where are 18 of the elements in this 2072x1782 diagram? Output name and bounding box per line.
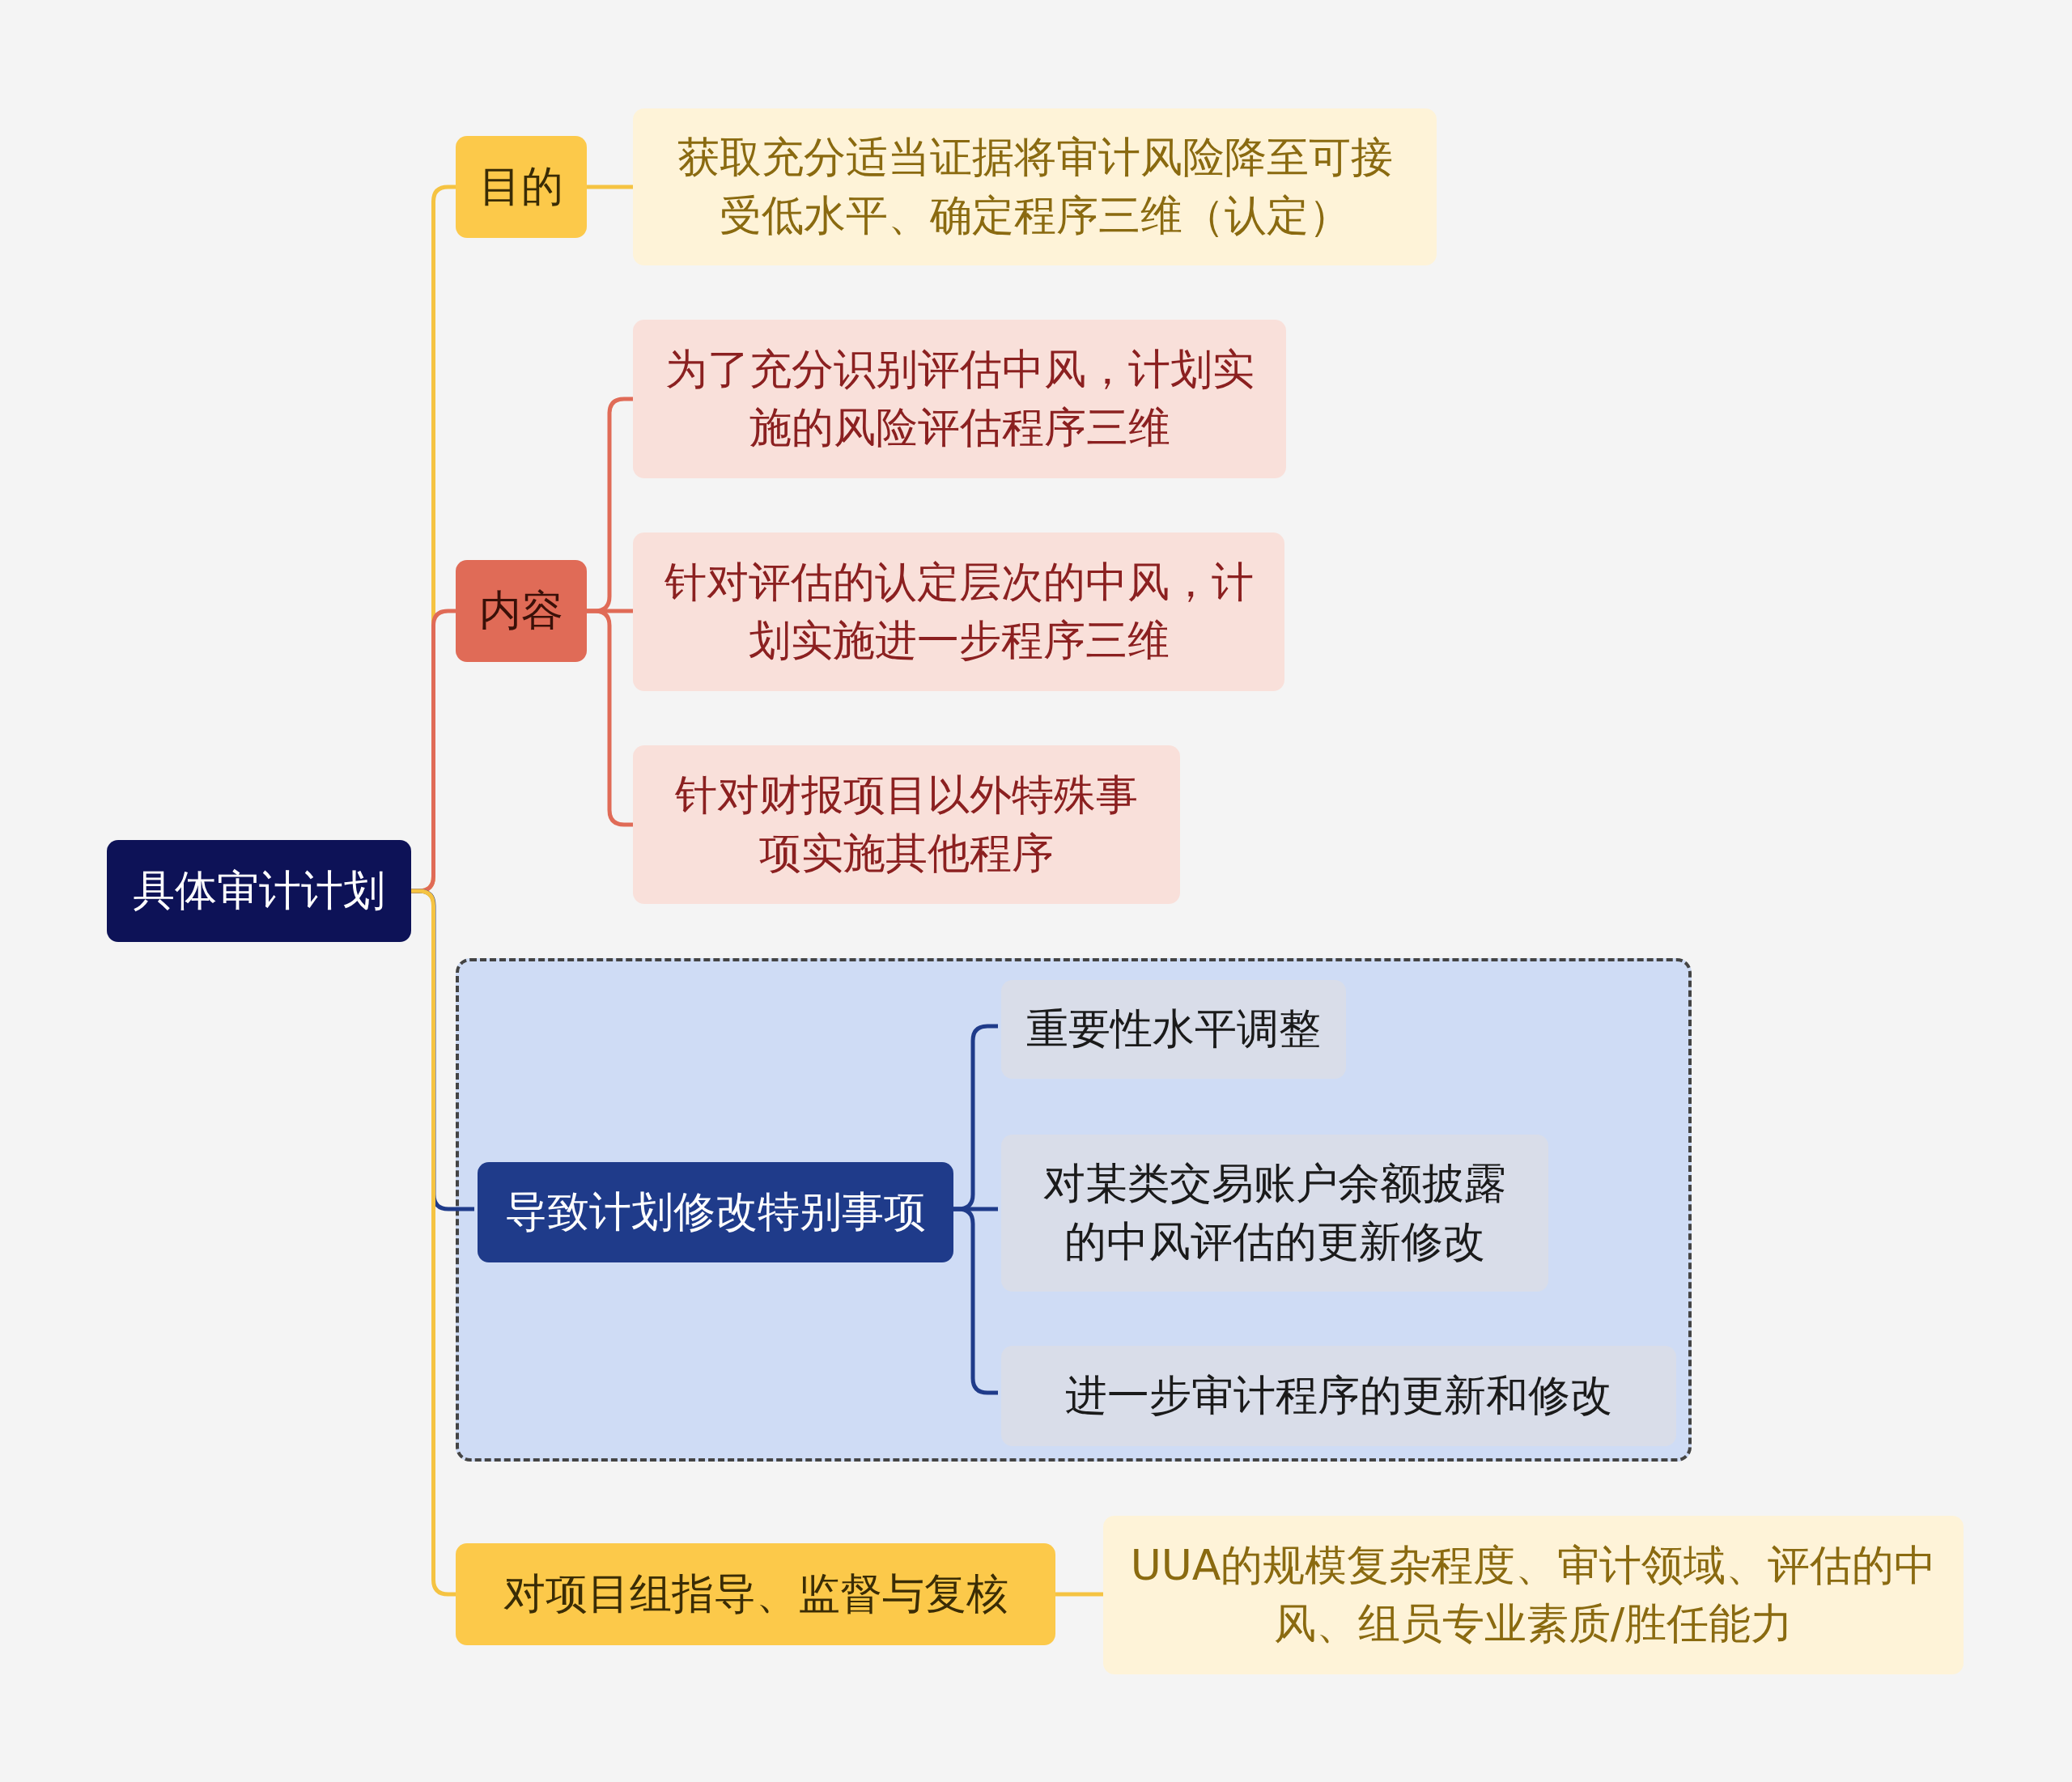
- topic-box: 目的: [456, 136, 587, 238]
- subtopic-box: 对某类交易账户余额披露的中风评估的更新修改: [1001, 1135, 1548, 1292]
- root-topic-box: 具体审计计划: [107, 840, 411, 942]
- subtopic-box: 进一步审计程序的更新和修改: [1001, 1346, 1676, 1446]
- subtopic-box: 为了充分识别评估中风，计划实施的风险评估程序三维: [633, 320, 1286, 478]
- topic-box: 导致计划修改特别事项: [478, 1162, 953, 1262]
- subtopic-box: 针对财报项目以外特殊事项实施其他程序: [633, 745, 1180, 904]
- topic-box: 内容: [456, 560, 587, 662]
- connector-line: [411, 889, 456, 1597]
- connector-line: [587, 609, 633, 827]
- subtopic-box: UUA的规模复杂程度、审计领域、评估的中风、组员专业素质/胜任能力: [1103, 1516, 1964, 1674]
- subtopic-box: 针对评估的认定层次的中风，计划实施进一步程序三维: [633, 532, 1284, 691]
- subtopic-box: 获取充分适当证据将审计风险降至可接受低水平、确定程序三维（认定）: [633, 108, 1437, 265]
- topic-box: 对项目组指导、监督与复核: [456, 1543, 1055, 1645]
- boundary-frame: [456, 958, 1692, 1462]
- connector-line: [1055, 1592, 1103, 1597]
- subtopic-box: 重要性水平调整: [1001, 980, 1346, 1079]
- connector-line: [587, 185, 633, 189]
